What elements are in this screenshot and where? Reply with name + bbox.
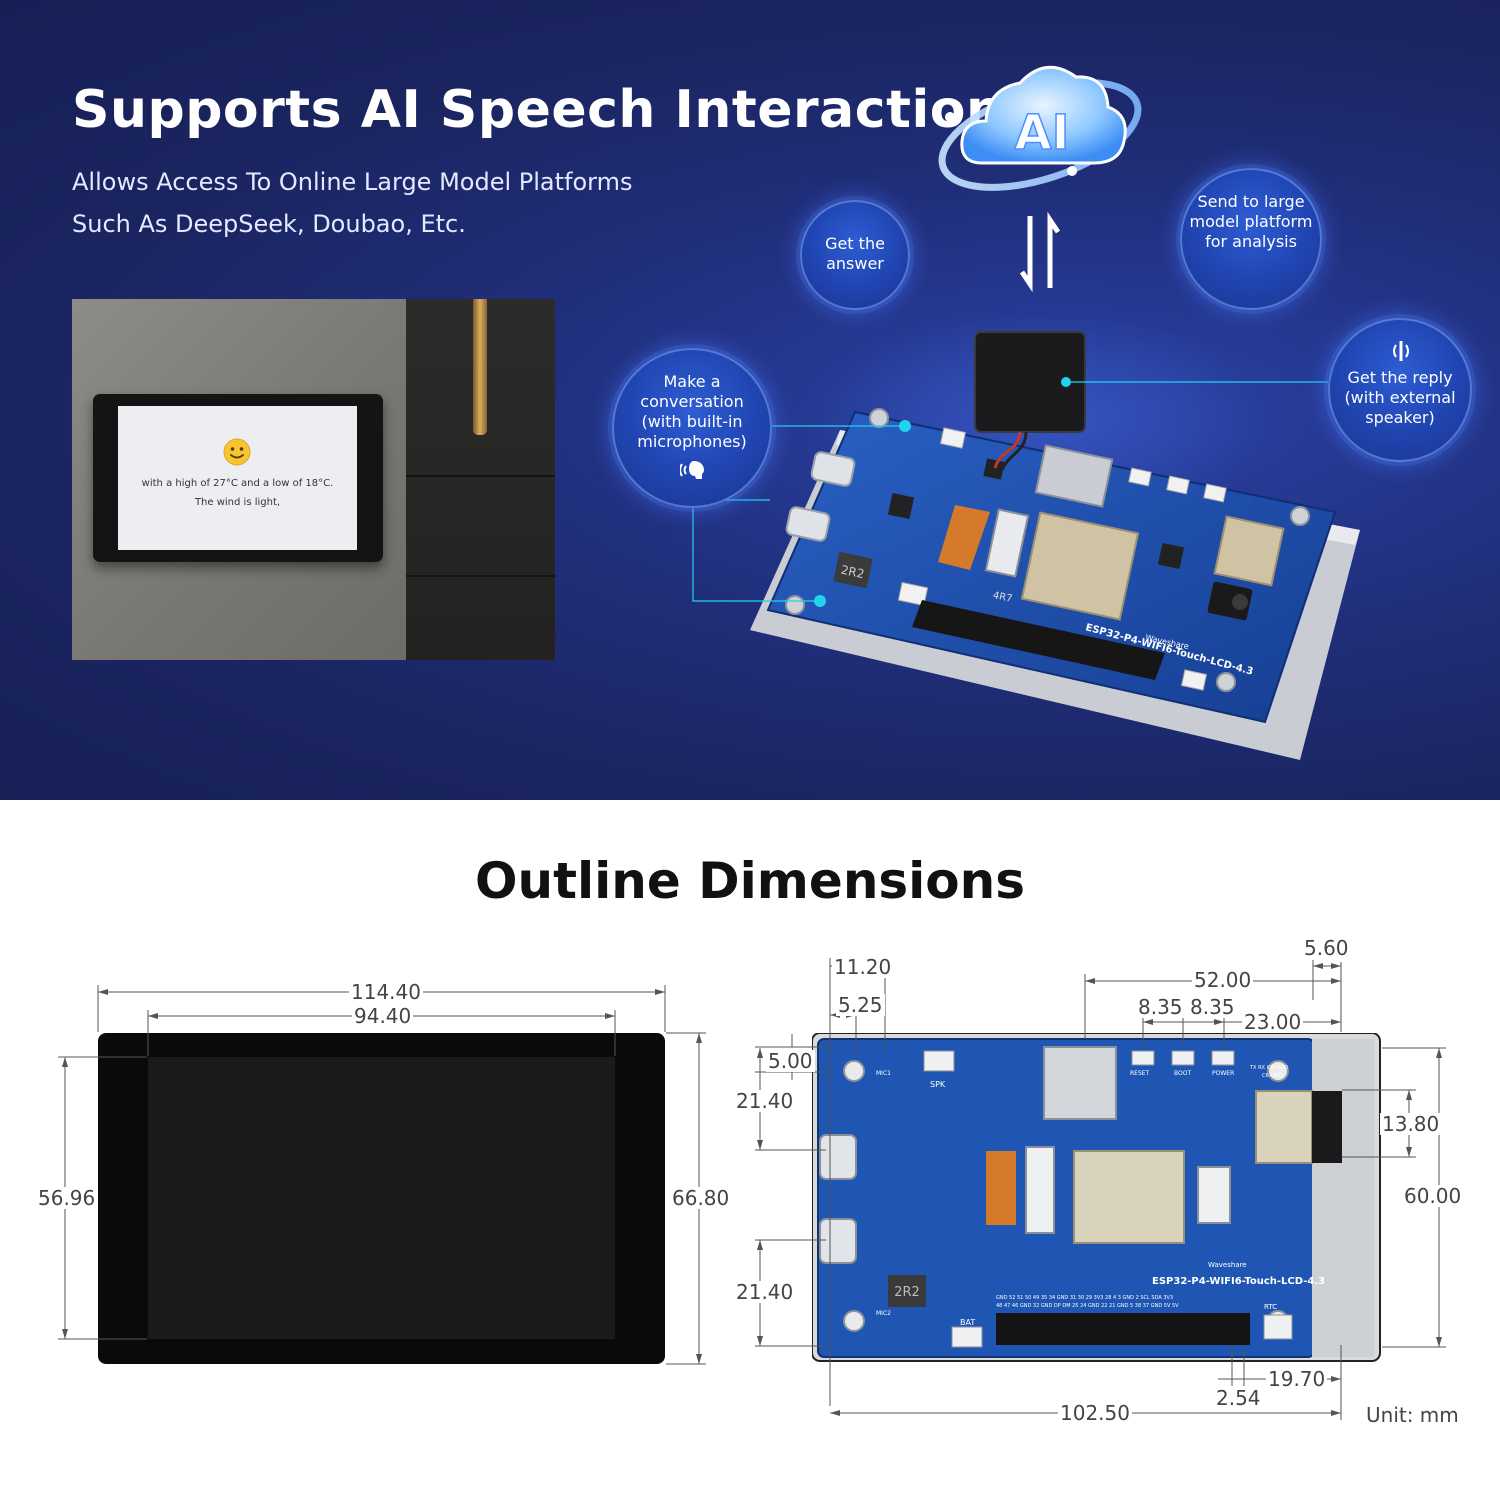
- back-label-header-row-1: GND 52 51 50 49 35 34 GND 31 30 29 3V3 2…: [996, 1295, 1173, 1301]
- front-view-screen: [148, 1057, 615, 1339]
- unit-label: Unit: mm: [1366, 1403, 1459, 1427]
- reply-bubble: Get the reply (with external speaker): [1328, 318, 1472, 462]
- dim-11-20: 11.20: [832, 955, 894, 979]
- back-label-2r2: 2R2: [894, 1285, 920, 1300]
- back-label-header-row-2: 48 47 46 GND 32 GND DP DM 25 24 GND 22 2…: [996, 1303, 1179, 1309]
- cabinet-handle: [473, 299, 487, 435]
- outline-dimensions-panel: Outline Dimensions 2R2: [0, 800, 1500, 1500]
- back-label-reset: RESET: [1130, 1070, 1150, 1077]
- ai-speech-panel: Supports AI Speech Interaction Allows Ac…: [0, 0, 1500, 800]
- bubble-text: speaker): [1365, 408, 1435, 427]
- wall-mounted-device-photo: with a high of 27°C and a low of 18°C. T…: [72, 299, 555, 660]
- dim-60-00: 60.00: [1402, 1184, 1464, 1208]
- board-label-4r7: 4R7: [992, 590, 1014, 605]
- bubble-text: Get the reply: [1347, 368, 1453, 387]
- dim-56-96: 56.96: [36, 1186, 98, 1210]
- dim-13-80: 13.80: [1380, 1112, 1442, 1136]
- dim-8-35-a: 8.35: [1136, 995, 1185, 1019]
- pcb-board-illustration: 2R2 4R7 Waveshare ESP32-P4-WIFI6-Touch-L…: [692, 310, 1360, 760]
- screen-text-line-1: with a high of 27°C and a low of 18°C.: [141, 478, 334, 489]
- screen-text-line-2: The wind is light,: [194, 497, 281, 508]
- back-label-spk: SPK: [930, 1080, 946, 1089]
- smiley-icon: [223, 438, 251, 466]
- dim-21-40-b: 21.40: [734, 1280, 796, 1304]
- bubble-text: conversation: [640, 392, 744, 411]
- device-screen: with a high of 27°C and a low of 18°C. T…: [118, 406, 357, 550]
- dim-23-00: 23.00: [1242, 1010, 1304, 1034]
- dim-94-40: 94.40: [352, 1004, 414, 1028]
- outline-title: Outline Dimensions: [474, 852, 1026, 910]
- dim-19-70: 19.70: [1266, 1367, 1328, 1391]
- send-to-platform-bubble: Send to large model platform for analysi…: [1180, 168, 1322, 310]
- get-answer-bubble: Get the answer: [800, 200, 910, 310]
- back-label-boot: BOOT: [1174, 1070, 1191, 1077]
- dim-102-50: 102.50: [1058, 1401, 1132, 1425]
- back-label-bat: BAT: [960, 1318, 975, 1327]
- speaker-sound-icon: [1393, 341, 1409, 361]
- dimension-lines: [58, 958, 1446, 1420]
- bubble-text: Send to large: [1197, 192, 1305, 211]
- ai-label: AI: [1014, 105, 1069, 161]
- bubble-text: Make a: [663, 372, 721, 391]
- dim-8-35-b: 8.35: [1188, 995, 1237, 1019]
- bubble-text: for analysis: [1205, 232, 1297, 251]
- bubble-text: Get the: [825, 234, 885, 253]
- back-label-mic2: MIC2: [876, 1310, 891, 1317]
- dim-114-40: 114.40: [349, 980, 423, 1004]
- back-label-waveshare: Waveshare: [1208, 1261, 1247, 1269]
- dim-5-00: 5.00: [766, 1049, 815, 1073]
- bubble-text: model platform: [1189, 212, 1313, 231]
- back-label-mic1: MIC1: [876, 1070, 891, 1077]
- bubble-text: (with external: [1344, 388, 1456, 407]
- dim-5-25: 5.25: [836, 993, 885, 1017]
- board-label-2r2: 2R2: [840, 563, 866, 582]
- back-label-rtc: RTC: [1264, 1303, 1277, 1311]
- voice-head-icon: [680, 461, 704, 479]
- dim-5-60: 5.60: [1302, 936, 1351, 960]
- bubble-text: answer: [826, 254, 884, 273]
- bubble-text: microphones): [637, 432, 747, 451]
- back-label-power: POWER: [1212, 1070, 1234, 1077]
- dim-2-54: 2.54: [1214, 1386, 1263, 1410]
- exchange-arrows-icon: [1019, 211, 1061, 293]
- back-view-board: 2R2 MIC1 MIC2 SPK BAT RESET BOOT POWER T…: [812, 1033, 1381, 1362]
- headline: Supports AI Speech Interaction: [72, 80, 1004, 140]
- back-label-uart: C6-UART: [1262, 1073, 1285, 1079]
- dim-52-00: 52.00: [1192, 968, 1254, 992]
- back-label-uart-pins: TX RX IO9 GND: [1249, 1065, 1288, 1071]
- bubble-text: (with built-in: [641, 412, 743, 431]
- ai-cloud-icon: AI: [938, 65, 1142, 191]
- dim-66-80: 66.80: [670, 1186, 732, 1210]
- subline-1: Allows Access To Online Large Model Plat…: [72, 168, 633, 196]
- back-label-model: ESP32-P4-WIFI6-Touch-LCD-4.3: [1152, 1276, 1325, 1287]
- subline-2: Such As DeepSeek, Doubao, Etc.: [72, 210, 466, 238]
- conversation-bubble: Make a conversation (with built-in micro…: [612, 348, 772, 508]
- dim-21-40-a: 21.40: [734, 1089, 796, 1113]
